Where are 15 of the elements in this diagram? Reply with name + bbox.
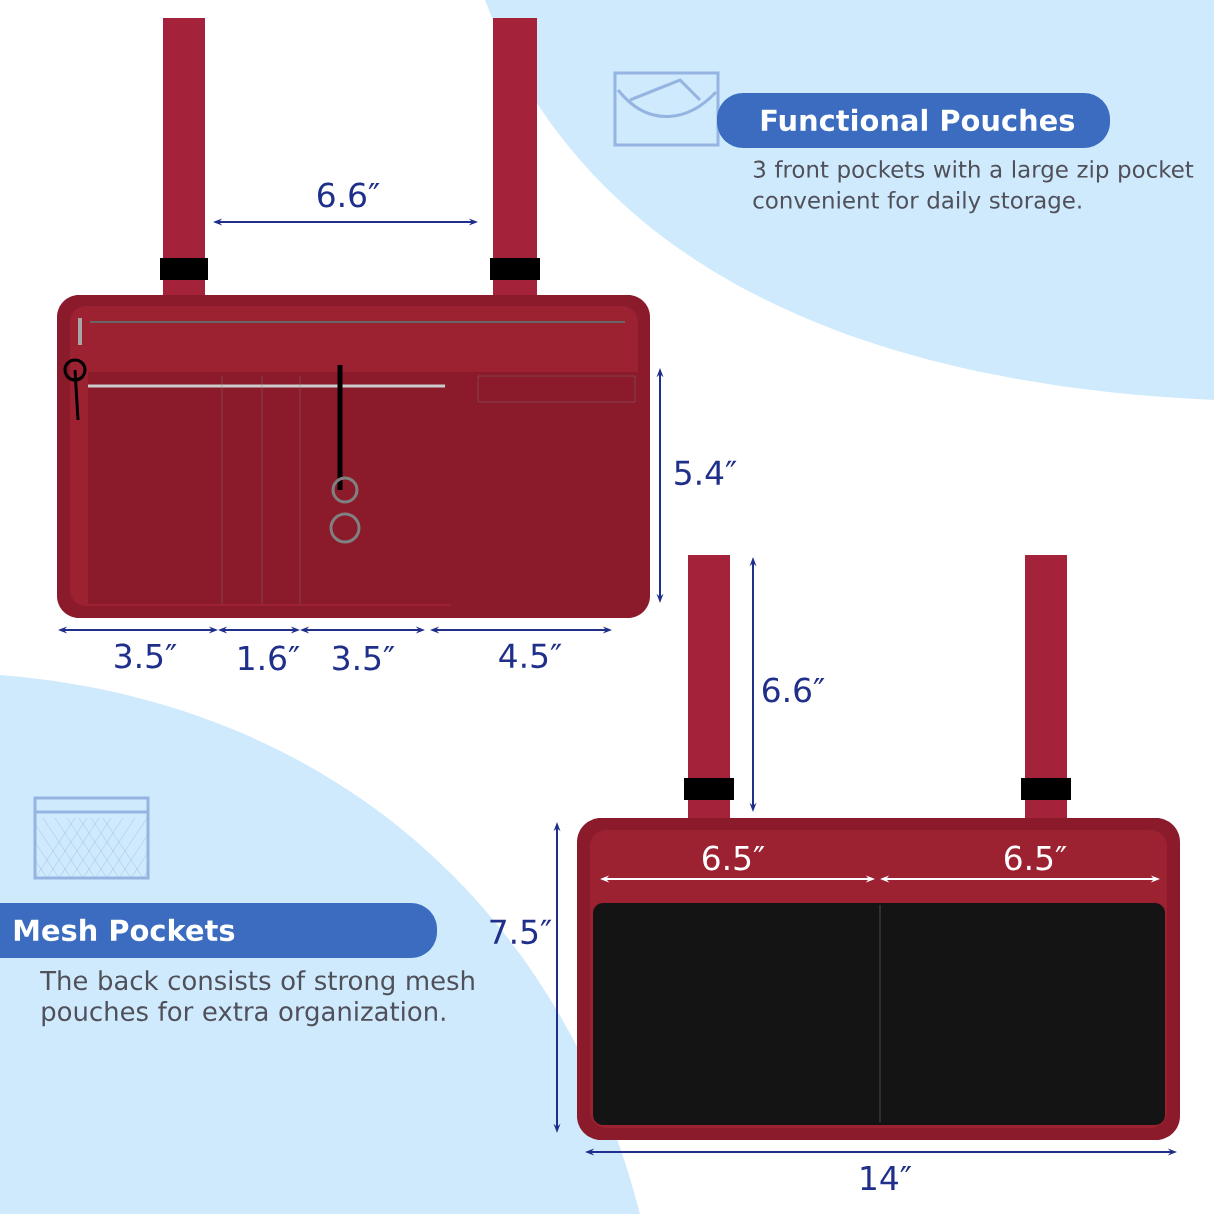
dimension-label: 5.4″ <box>675 460 737 486</box>
description-text: The back consists of strong mesh pouches for extra organization. <box>40 970 474 1027</box>
heading-band: Mesh Pockets <box>0 903 437 958</box>
heading-band: Functional Pouches <box>717 93 1110 148</box>
dimension-label: 14″ <box>861 1166 912 1190</box>
dimension-label: 1.6″ <box>239 645 300 671</box>
description-text: 3 front pockets with a large zip pocket convenient for daily storage. <box>753 160 1194 214</box>
dimension-label: 3.5″ <box>115 643 177 669</box>
dimension-label: 6.6″ <box>763 677 825 703</box>
dimension-label: 7.5″ <box>490 919 552 945</box>
dimension-label: 6.5″ <box>703 845 765 871</box>
dimension-label: 3.5″ <box>333 645 395 671</box>
dimension-label: 4.5″ <box>499 643 562 669</box>
dimension-label: 6.5″ <box>1005 845 1067 871</box>
dimension-label: 6.6″ <box>318 182 380 208</box>
